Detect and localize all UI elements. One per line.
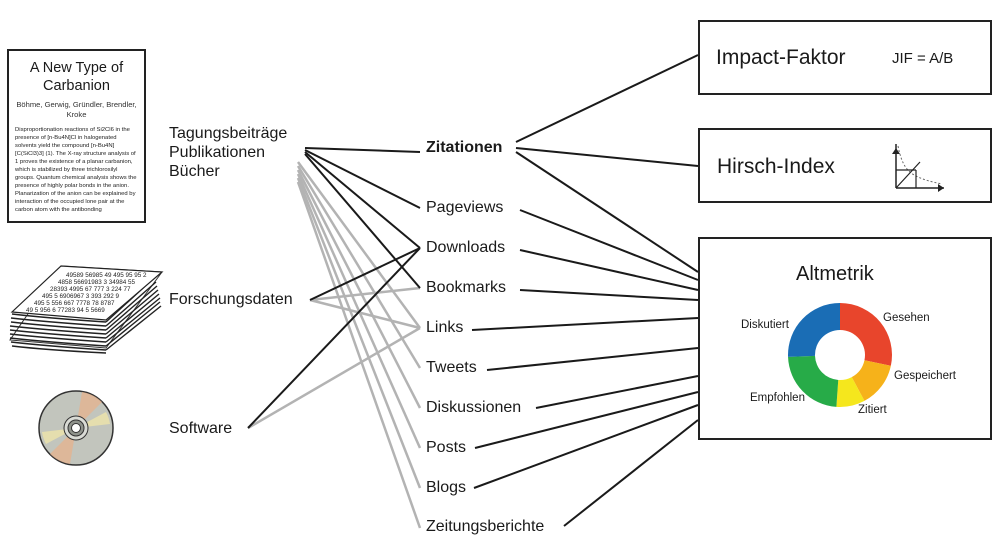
impact-factor-title: Impact-Faktor: [716, 46, 846, 69]
metric-tweets: Tweets: [426, 359, 477, 376]
line-zitationen-impact: [515, 54, 699, 143]
line-software-downloads: [247, 247, 421, 429]
line-zeitung-altmetrik: [563, 419, 699, 527]
segment-label-discussed: Diskutiert: [741, 319, 789, 331]
segment-label-seen: Gesehen: [883, 312, 930, 324]
data-sheet-line: 49589 56985 49 495 95 95 2: [66, 272, 147, 279]
source-label: Tagungsbeiträge: [169, 125, 288, 142]
donut-segment-empfohlen: [788, 355, 839, 407]
altmetric-title: Altmetrik: [796, 263, 874, 285]
cd-disc-icon: [38, 390, 114, 466]
line-posts-altmetrik: [474, 391, 699, 449]
metric-links: Links: [426, 319, 464, 336]
data-sheet-line: 495 5 556 667 7778 78 8787: [34, 300, 115, 307]
data-sheet-line: 28393 4995 67 777 3 224 77: [50, 286, 131, 293]
segment-label-saved: Gespeichert: [894, 370, 957, 382]
jif-formula: JIF = A/B: [892, 50, 954, 67]
source-software: Software: [169, 420, 233, 437]
data-sheets-image: 49589 56985 49 495 95 95 2 4858 56691983…: [9, 265, 164, 354]
paper-authors: Böhme, Gerwig, Gründler, Brendler, Kroke: [16, 100, 137, 119]
segment-label-cited: Zitiert: [858, 404, 887, 416]
line-pageviews-altmetrik: [519, 209, 699, 281]
line-diskussionen-altmetrik: [535, 375, 699, 409]
altmetric-box: Altmetrik Gesehen Gespeichert Zitiert Em…: [698, 237, 992, 440]
donut-segment-gesehen: [840, 303, 892, 366]
donut-segment-diskutiert: [788, 303, 840, 357]
source-publications: Tagungsbeiträge Publikationen Bücher: [169, 124, 287, 181]
line-pub-bookmarks: [304, 153, 421, 289]
line-downloads-altmetrik: [519, 249, 699, 291]
line-tweets-altmetrik: [486, 347, 699, 371]
gray-line-software-links: [247, 326, 421, 430]
data-sheet-line: 49 5 956 6 77283 94 5 5669: [26, 307, 105, 314]
hirsch-index-box: Hirsch-Index: [698, 128, 992, 203]
gray-line-pub-zeitung: [296, 181, 422, 529]
hirsch-index-title: Hirsch-Index: [717, 155, 835, 178]
metric-newspaper-reports: Zeitungsberichte: [426, 518, 545, 535]
metric-blogs: Blogs: [426, 479, 467, 496]
gray-line-data-links: [309, 298, 421, 330]
source-label: Bücher: [169, 163, 220, 180]
h-index-graph-icon: [892, 144, 944, 192]
metric-citations: Zitationen: [426, 139, 503, 156]
line-bookmarks-altmetrik: [519, 289, 699, 301]
metric-bookmarks: Bookmarks: [426, 279, 507, 296]
impact-factor-box: Impact-Faktor JIF = A/B: [698, 20, 992, 95]
gray-line-pub-links: [296, 161, 422, 329]
data-sheet-line: 4858 56691983 3 34984 55: [58, 279, 136, 286]
gray-line-pub-blogs: [296, 177, 422, 489]
gray-line-pub-diskussionen: [296, 169, 422, 409]
line-zitationen-hirsch: [515, 147, 699, 167]
gray-line-pub-tweets: [296, 165, 422, 369]
line-pub-pageviews: [304, 149, 421, 209]
metric-discussions: Diskussionen: [426, 399, 522, 416]
paper-title: A New Type of Carbanion: [29, 60, 124, 94]
donut-segment-zitiert: [836, 377, 865, 407]
data-sheet-line: 495 5 6906967 3 393 292 9: [42, 293, 120, 300]
metric-posts: Posts: [426, 439, 467, 456]
segment-label-recommended: Empfohlen: [750, 392, 805, 404]
donut-segment-gespeichert: [851, 360, 891, 401]
paper-abstract: Disproportionation reactions of Si2Cl6 i…: [15, 127, 137, 213]
line-data-downloads: [309, 247, 421, 301]
source-label: Publikationen: [169, 144, 266, 161]
line-blogs-altmetrik: [473, 404, 699, 489]
paper-thumbnail: A New Type of Carbanion Böhme, Gerwig, G…: [7, 49, 146, 223]
altmetric-donut-chart: [788, 303, 892, 407]
line-links-altmetrik: [471, 317, 699, 331]
source-research-data: Forschungsdaten: [169, 291, 293, 308]
line-zitationen-altmetrik: [515, 151, 699, 273]
line-pub-downloads: [304, 151, 421, 249]
line-pub-zitationen: [304, 147, 421, 153]
gray-line-data-bookmarks: [309, 286, 421, 302]
metric-pageviews: Pageviews: [426, 199, 504, 216]
metric-downloads: Downloads: [426, 239, 506, 256]
